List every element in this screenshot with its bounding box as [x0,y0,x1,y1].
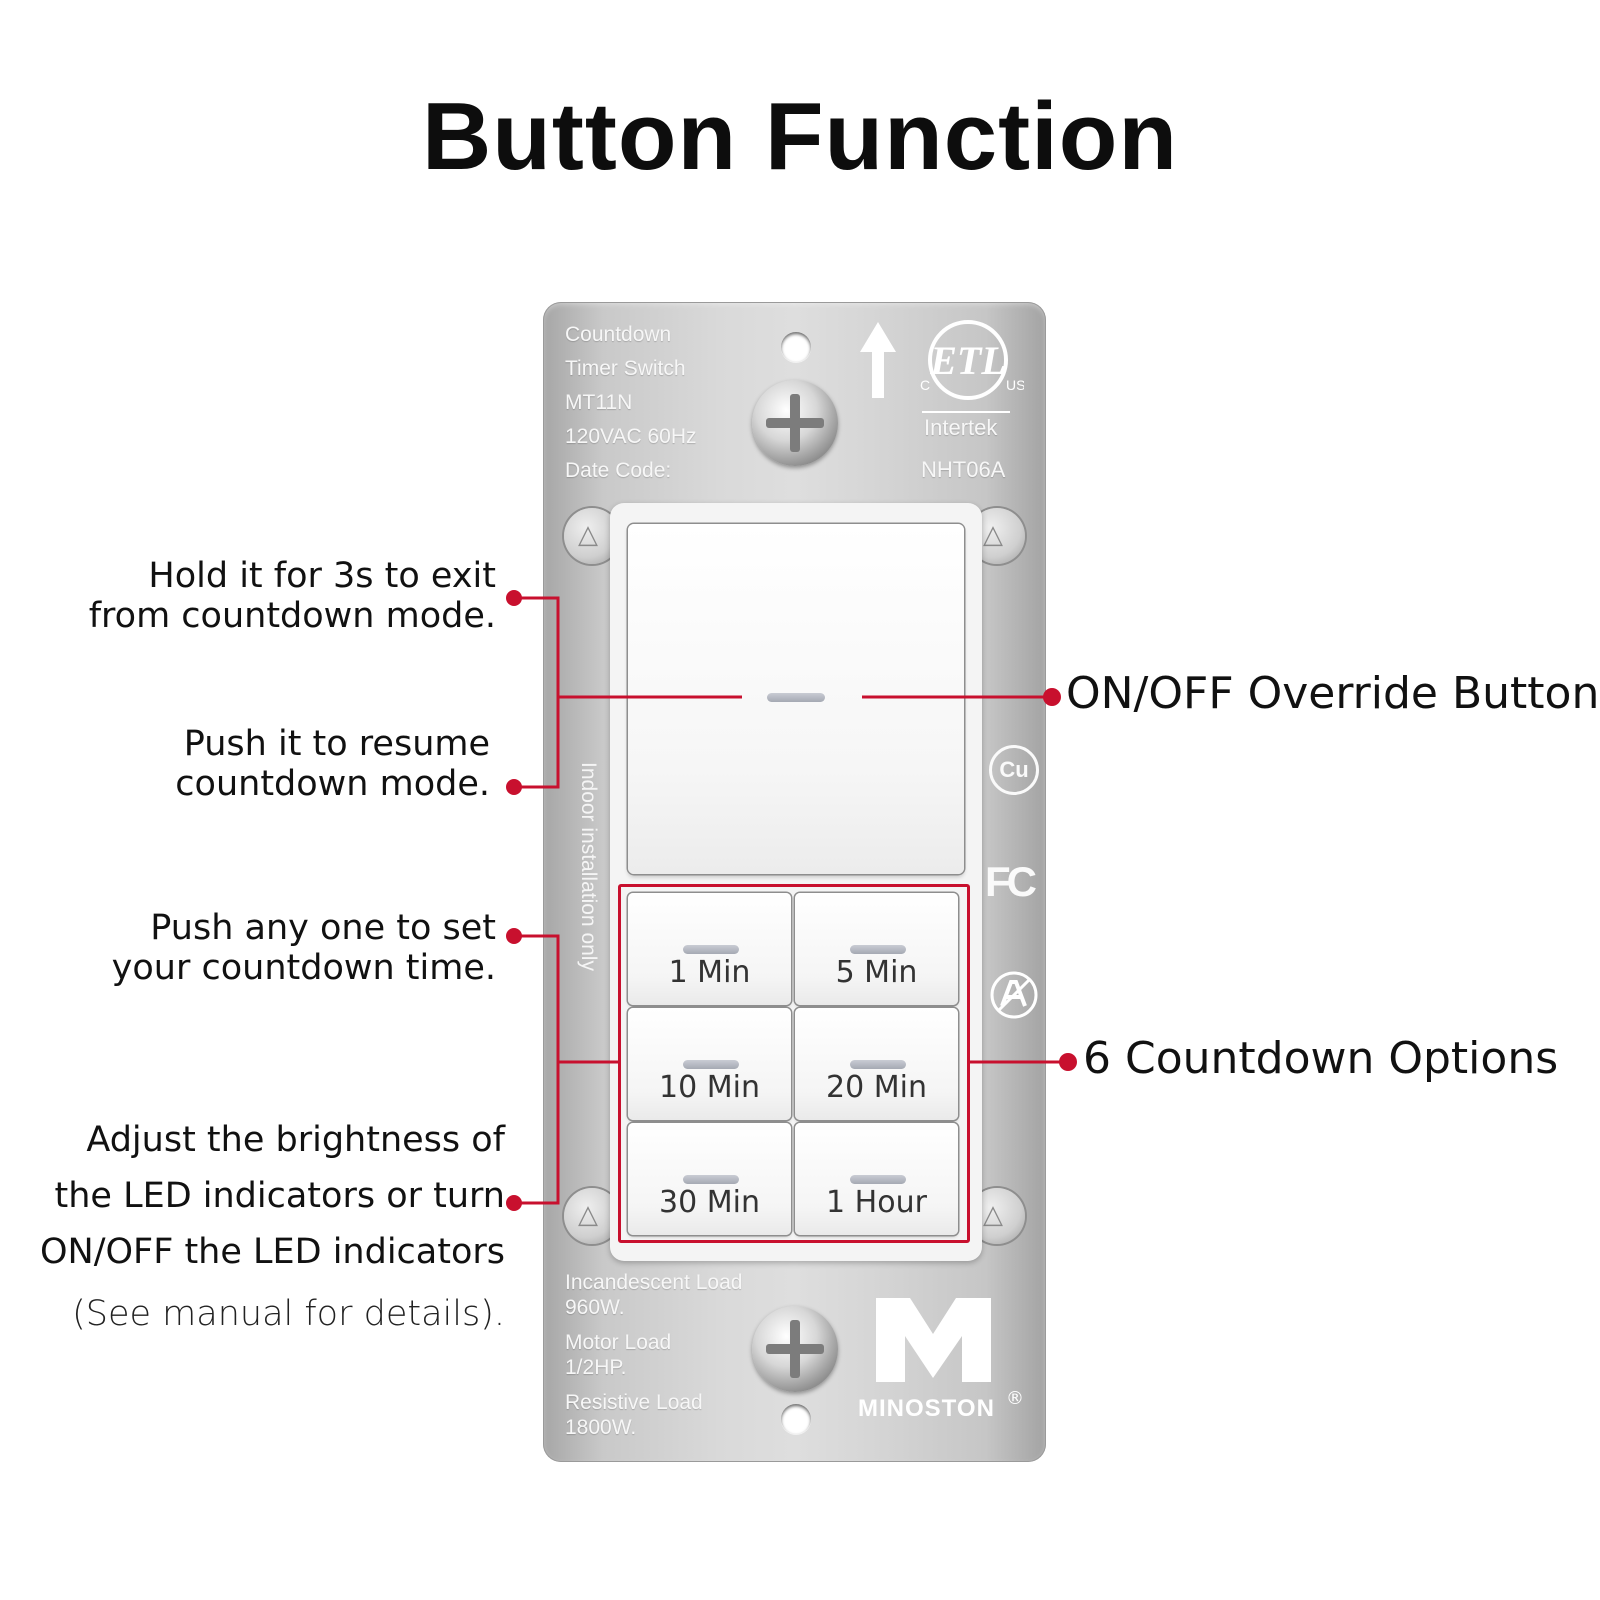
led-indicator [850,1175,906,1184]
mounting-hole-top [781,332,811,362]
registered-mark: ® [1006,1388,1024,1409]
load-spec-line: 1800W. [565,1416,637,1439]
triangle-icon: △ [983,520,1003,550]
cert-listed-label: Intertek [924,415,998,440]
load-spec-line: Incandescent Load [565,1271,743,1294]
etl-text: ETL [929,338,1006,383]
timer-button-10min[interactable]: 10 Min [628,1008,791,1120]
countdown-options-highlight [618,884,970,1243]
callout-override-button: ON/OFF Override Button [1066,668,1600,719]
load-spec-line: 1/2HP. [565,1356,627,1379]
led-indicator [683,1060,739,1069]
timer-button-label: 1 Hour [826,1185,927,1220]
callout-resume-countdown: Push it to resume countdown mode. [60,724,490,804]
callout-led-line2: the LED indicators or turn [54,1176,505,1216]
plate-info-line: Date Code: [565,459,672,482]
up-arrow-icon [860,322,896,398]
plate-info-line: 120VAC 60Hz [565,425,697,448]
callout-dot [1059,1053,1077,1071]
plate-info-line: Countdown [565,323,672,346]
cert-code-label: NHT06A [921,457,1006,482]
cu-mark-icon: Cu [989,745,1039,795]
led-indicator [850,945,906,954]
callout-set-time: Push any one to set your countdown time. [60,908,496,988]
screw-top-icon [752,380,838,466]
load-specs: Incandescent Load 960W. Motor Load 1/2HP… [565,1270,742,1440]
screw-bottom-icon [752,1306,838,1392]
triangle-icon: △ [578,520,598,550]
etl-listed-icon: ETL C US [920,320,1024,400]
callout-dot [506,1195,522,1211]
etl-divider [922,411,1010,413]
fcc-mark-icon: FC [985,858,1037,905]
callout-set-line1: Push any one to set [150,908,496,948]
callout-led-brightness: Adjust the brightness of the LED indicat… [20,1112,505,1342]
callout-resume-line2: countdown mode. [175,764,490,804]
override-led-indicator [767,693,825,702]
etl-us: US [1006,377,1024,393]
callout-exit-line1: Hold it for 3s to exit [148,556,496,596]
callout-led-line1: Adjust the brightness of [86,1120,505,1160]
callout-set-line2: your countdown time. [111,948,496,988]
load-spec-line: Motor Load [565,1331,672,1354]
timer-button-20min[interactable]: 20 Min [795,1008,958,1120]
plate-info: Countdown Timer Switch MT11N 120VAC 60Hz… [565,318,697,488]
callout-dot [506,590,522,606]
timer-button-label: 1 Min [668,955,751,990]
callout-countdown-options: 6 Countdown Options [1083,1033,1559,1084]
callout-dot [506,779,522,795]
timer-button-label: 10 Min [659,1070,760,1105]
callout-dot [506,928,522,944]
override-button[interactable] [628,524,964,874]
timer-button-label: 5 Min [835,955,918,990]
timer-button-label: 30 Min [659,1185,760,1220]
callout-led-note: (See manual for details). [72,1294,505,1334]
etl-c: C [920,377,930,393]
triangle-icon: △ [983,1200,1003,1230]
callout-resume-line1: Push it to resume [183,724,490,764]
callout-led-line3: ON/OFF the LED indicators [39,1232,505,1272]
plate-info-line: MT11N [565,391,633,414]
led-indicator [683,945,739,954]
mounting-hole-bottom [781,1404,811,1434]
callout-bracket-bottom [514,934,560,1205]
callout-dot [1043,688,1061,706]
timer-button-1hour[interactable]: 1 Hour [795,1123,958,1235]
timer-button-label: 20 Min [826,1070,927,1105]
timer-button-5min[interactable]: 5 Min [795,893,958,1005]
led-indicator [683,1175,739,1184]
timer-button-30min[interactable]: 30 Min [628,1123,791,1235]
timer-button-1min[interactable]: 1 Min [628,893,791,1005]
load-spec-line: Resistive Load [565,1391,703,1414]
callout-bracket-top [514,596,560,789]
led-indicator [850,1060,906,1069]
brand-name: MINOSTON [858,1395,995,1422]
minoston-logo-icon [876,1298,991,1382]
triangle-icon: △ [578,1200,598,1230]
plate-info-line: Timer Switch [565,357,686,380]
load-spec-line: 960W. [565,1296,625,1319]
page-title: Button Function [421,83,1179,190]
warning-mark-icon [990,971,1038,1019]
callout-exit-countdown: Hold it for 3s to exit from countdown mo… [60,556,496,636]
callout-exit-line2: from countdown mode. [88,596,496,636]
